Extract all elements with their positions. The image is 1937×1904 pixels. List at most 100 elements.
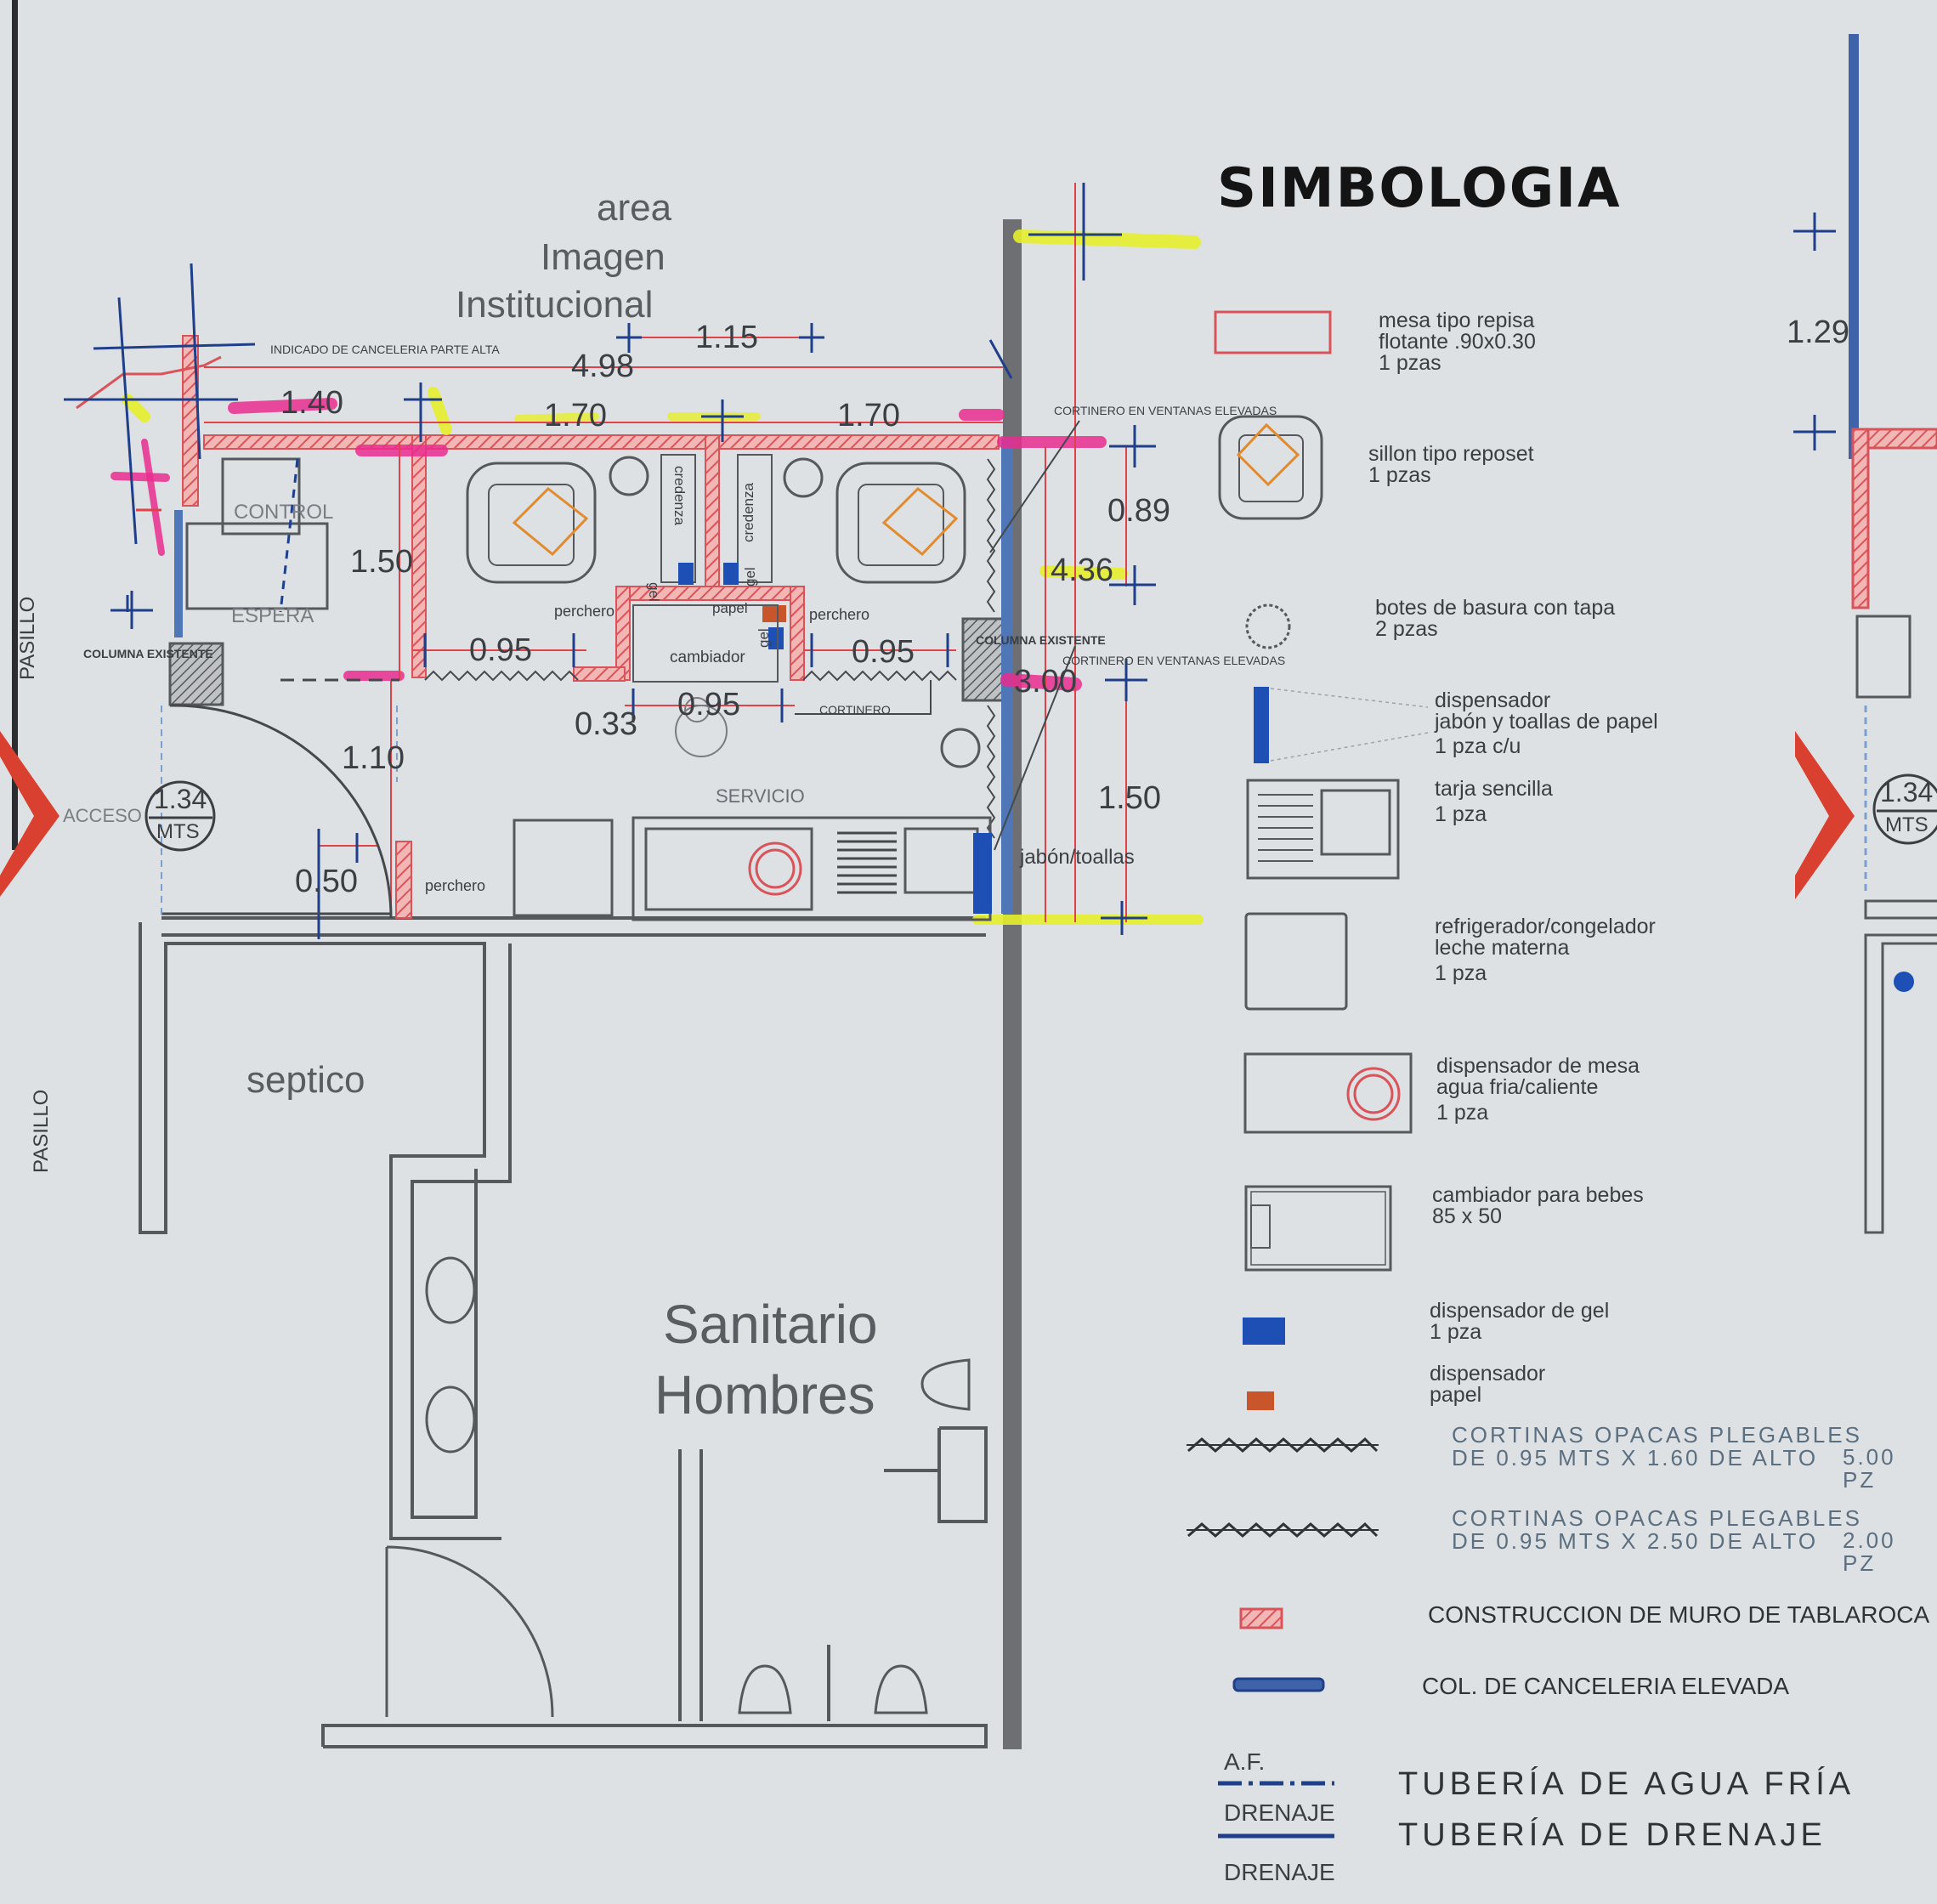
dim-1-40: 1.40 — [280, 385, 343, 421]
legend-title: SIMBOLOGIA — [1217, 157, 1622, 220]
legend-item-water-dispenser: dispensador de mesa agua fria/caliente 1… — [1436, 1054, 1640, 1125]
sink-drain-lines — [837, 831, 897, 894]
right-partial-plan — [1851, 428, 1937, 1234]
jabon-toallas-label: jabón/toallas — [1020, 846, 1135, 869]
dim-0-95-a: 0.95 — [469, 632, 532, 668]
dim-0-89: 0.89 — [1107, 493, 1170, 529]
paper-dispenser-symbol — [1247, 1391, 1274, 1410]
legend-drywall: CONSTRUCCION DE MURO DE TABLAROCA — [1428, 1601, 1930, 1628]
legend-item-trash: botes de basura con tapa 2 pzas — [1375, 596, 1616, 641]
legend-cold-water: TUBERÍA DE AGUA FRÍA — [1398, 1766, 1855, 1802]
legend-drain: TUBERÍA DE DRENAJE — [1398, 1817, 1827, 1853]
trash-bin-symbol — [1245, 604, 1291, 649]
dim-0-95-c: 0.95 — [677, 687, 740, 722]
dim-4-98: 4.98 — [571, 348, 634, 384]
columna-left-label: COLUMNA EXISTENTE — [83, 647, 213, 660]
door-tag — [1872, 774, 1937, 845]
legend-af-label: A.F. — [1224, 1748, 1266, 1775]
recliner-icon — [466, 462, 597, 584]
existing-column-right — [961, 617, 1007, 702]
credenza-label-1: credenza — [671, 466, 688, 525]
dim-1-50-a: 1.50 — [350, 544, 413, 580]
fridge-symbol — [1244, 912, 1348, 1011]
trash-bin-icon — [609, 456, 649, 496]
existing-column-left — [168, 642, 224, 706]
gel-dispenser — [768, 627, 784, 649]
legend-symbols — [1187, 310, 1429, 1839]
legend-item-paper: dispensador papel — [1430, 1362, 1546, 1407]
door-width-value: 1.34 — [154, 784, 207, 814]
trash-bin-icon — [940, 728, 981, 768]
legend-item-sink: tarja sencilla 1 pza — [1435, 777, 1553, 826]
gel-label-1: gel — [646, 582, 662, 602]
espera-label: ESPERA — [231, 604, 314, 627]
servicio-label: SERVICIO — [716, 785, 805, 807]
pasillo-bottom-label: PASILLO — [30, 1089, 53, 1173]
changing-table — [632, 604, 779, 683]
sink-symbol — [1246, 779, 1400, 880]
access-arrow-icon — [1795, 731, 1855, 899]
cortinero-note-top: CORTINERO EN VENTANAS ELEVADAS — [1054, 404, 1277, 417]
sanitario-line-2: Hombres — [654, 1364, 875, 1425]
acceso-label: ACCESO — [63, 805, 142, 826]
dim-1-10: 1.10 — [342, 740, 405, 776]
legend-drain-label-2: DRENAJE — [1224, 1859, 1335, 1885]
pasillo-top-label: PASILLO — [16, 596, 39, 680]
control-label: CONTROL — [234, 501, 334, 524]
cortinero-label: CORTINERO — [819, 703, 891, 717]
legend-curtains-160-qty: 5.00 PZ — [1843, 1444, 1896, 1493]
legend-item-recliner: sillon tipo reposet 1 pzas — [1368, 442, 1534, 487]
dim-1-50-b: 1.50 — [1098, 780, 1161, 816]
control-desk — [185, 457, 329, 610]
service-counter — [513, 816, 992, 921]
restroom-fixtures — [385, 1256, 971, 1718]
dim-0-50: 0.50 — [295, 864, 358, 899]
door-width-unit: MTS — [156, 820, 200, 843]
columna-right-label: COLUMNA EXISTENTE — [976, 633, 1106, 647]
credenza-label-2: credenza — [740, 483, 756, 542]
dimension-lines — [204, 183, 1127, 922]
door-swing-icon — [385, 1545, 554, 1718]
glazing-symbol — [1232, 1677, 1325, 1692]
dimension-ticks — [110, 183, 1836, 939]
sanitario-line-1: Sanitario — [663, 1294, 878, 1355]
gel-label-3: gel — [756, 628, 772, 648]
dim-1-70-b: 1.70 — [837, 398, 900, 434]
perchero-label-2: perchero — [809, 606, 870, 623]
urinal-icon — [738, 1664, 792, 1714]
dim-0-95-b: 0.95 — [852, 634, 915, 670]
area-title-line-3: Institucional — [456, 284, 654, 326]
water-dispenser-symbol — [1243, 1052, 1413, 1134]
urinal-icon — [874, 1664, 928, 1714]
gel-dispenser — [723, 563, 739, 585]
legend-curtains-250: CORTINAS OPACAS PLEGABLES DE 0.95 MTS X … — [1452, 1505, 1862, 1555]
door-width-value-right: 1.34 — [1880, 777, 1934, 808]
baby-icon — [675, 697, 728, 757]
curtain-zigzag — [424, 458, 996, 839]
soap-dispenser-symbol — [1254, 687, 1269, 763]
cambiador-label: cambiador — [670, 649, 745, 666]
canceleria-note: INDICADO DE CANCELERIA PARTE ALTA — [270, 343, 500, 356]
curtain-symbol — [1187, 1522, 1379, 1538]
perchero-label-1: perchero — [554, 603, 615, 620]
recliner-icon — [835, 462, 966, 584]
urinal-icon — [920, 1358, 971, 1411]
legend-item-changing-table: cambiador para bebes 85 x 50 — [1432, 1183, 1644, 1228]
gel-dispenser — [678, 563, 694, 585]
trash-bin-icon — [783, 457, 824, 498]
legend-item-gel: dispensador de gel 1 pza — [1430, 1299, 1610, 1344]
septico-label: septico — [246, 1059, 365, 1101]
legend-drain-label: DRENAJE — [1224, 1799, 1335, 1826]
access-arrow-icon — [0, 731, 59, 897]
floating-shelf-symbol — [1214, 310, 1332, 354]
credenza-right — [737, 454, 773, 583]
changing-table-symbol — [1244, 1185, 1392, 1272]
legend-item-soap: dispensador jabón y toallas de papel 1 p… — [1435, 688, 1658, 758]
sink-icon — [425, 1256, 476, 1324]
dim-4-36: 4.36 — [1051, 552, 1113, 588]
sink-icon — [903, 827, 979, 894]
legend-item-shelf: mesa tipo repisa flotante .90x0.30 1 pza… — [1379, 309, 1536, 375]
legend-item-fridge: refrigerador/congelador leche materna 1 … — [1435, 915, 1656, 985]
door-swing-icon — [169, 704, 393, 919]
